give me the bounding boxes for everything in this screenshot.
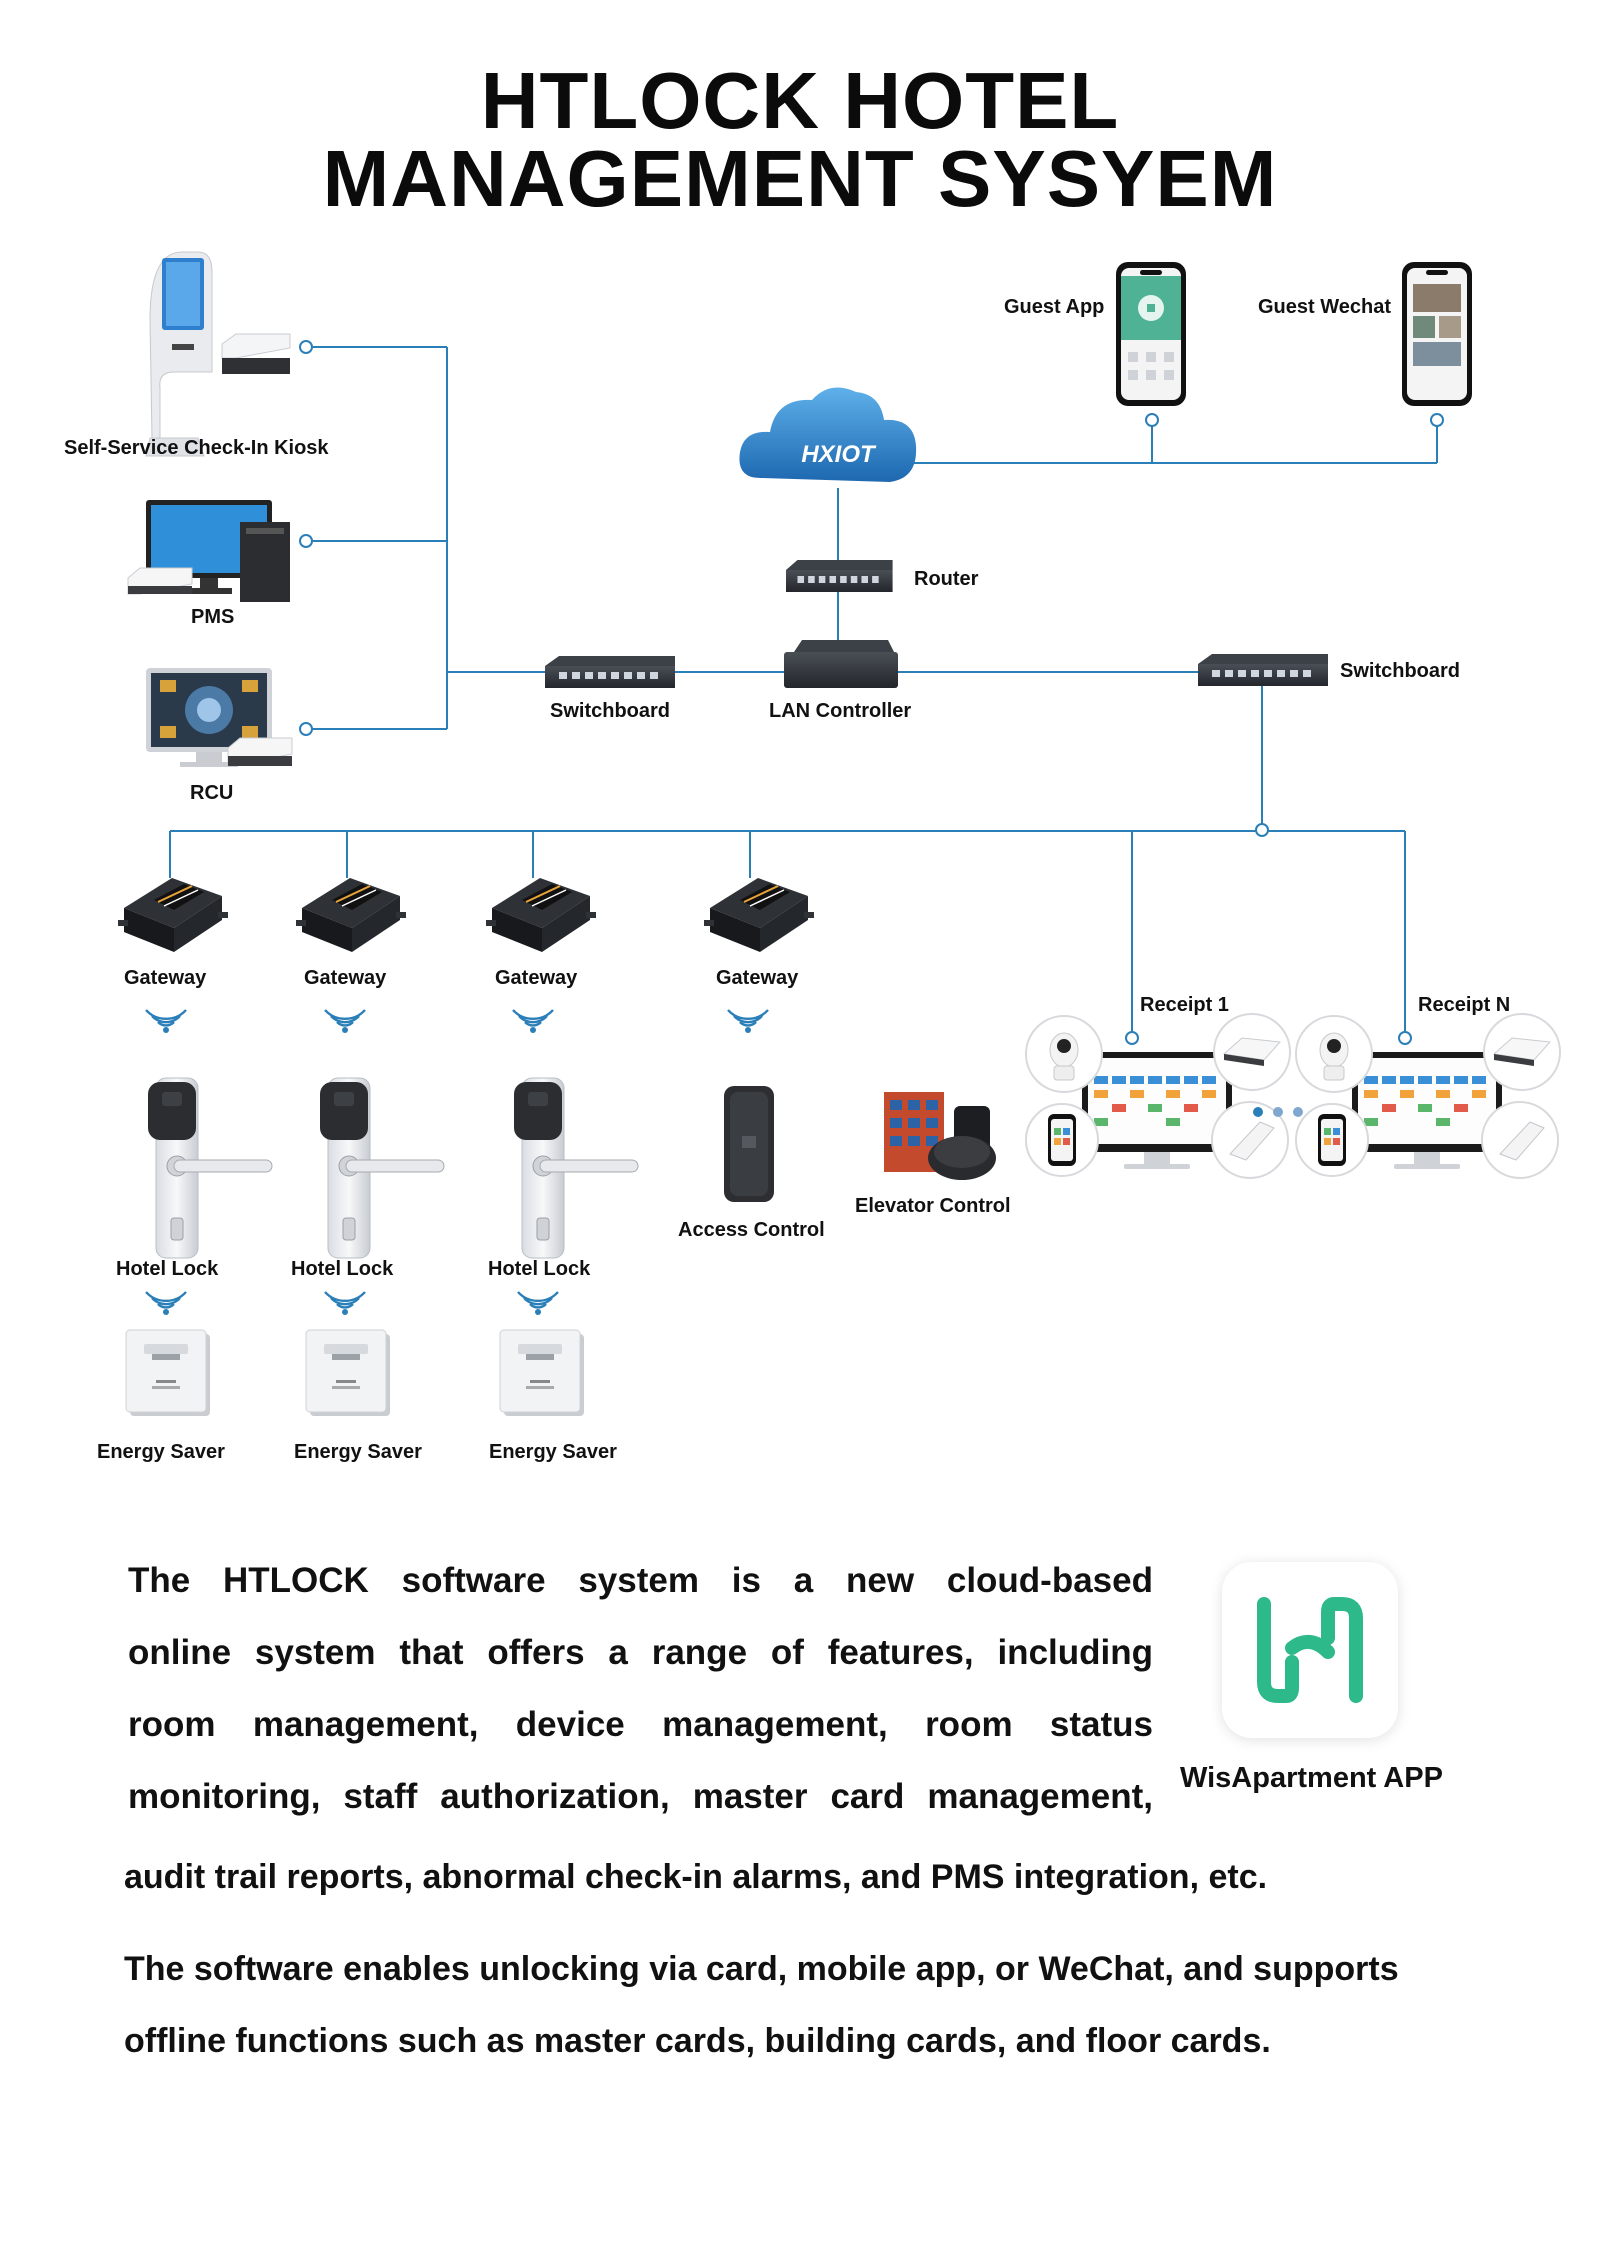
hotel-lock-3-illustration — [513, 1077, 639, 1259]
gateway-1-illustration — [117, 877, 229, 953]
label-gateway-3: Gateway — [495, 967, 578, 989]
gateway-3-illustration — [485, 877, 597, 953]
energy-saver-3-illustration — [499, 1329, 585, 1417]
wifi-icon — [516, 1290, 560, 1317]
gateway-4-illustration — [703, 877, 815, 953]
label-energy-saver-3: Energy Saver — [489, 1441, 617, 1463]
hotel-lock-2-illustration — [319, 1077, 445, 1259]
cloud-logo-text: HXIOT — [801, 441, 877, 468]
access-control-illustration — [724, 1086, 774, 1202]
description-paragraph-1-tail: audit trail reports, abnormal check-in a… — [124, 1858, 1268, 1896]
router-illustration — [786, 560, 893, 592]
app-name-label: WisApartment APP — [1180, 1762, 1443, 1794]
elevator-control-illustration — [884, 1092, 996, 1180]
wisapartment-app-icon[interactable] — [1222, 1562, 1398, 1738]
lan-controller-illustration — [784, 640, 898, 688]
switchboard-right-illustration — [1198, 654, 1328, 686]
label-hotel-lock-2: Hotel Lock — [291, 1258, 394, 1280]
system-diagram: HXIOT — [117, 251, 1561, 1417]
label-lan-controller: LAN Controller — [769, 700, 912, 722]
guest-app-phone — [1116, 262, 1186, 406]
label-gateway-1: Gateway — [124, 967, 207, 989]
label-energy-saver-2: Energy Saver — [294, 1441, 422, 1463]
label-switchboard-left: Switchboard — [550, 700, 671, 722]
label-rcu: RCU — [190, 782, 234, 804]
receipt-n-cluster — [1295, 1013, 1561, 1179]
energy-saver-2-illustration — [305, 1329, 391, 1417]
description-line: online system that offers a range of fea… — [128, 1633, 1153, 1672]
page-title-line-1: HTLOCK HOTEL — [480, 56, 1120, 145]
label-gateway-2: Gateway — [304, 967, 387, 989]
description-line: room management, device management, room… — [128, 1705, 1153, 1744]
label-gateway-4: Gateway — [716, 967, 799, 989]
gateway-2-illustration — [295, 877, 407, 953]
pms-illustration — [127, 500, 290, 602]
label-guest-wechat: Guest Wechat — [1258, 296, 1391, 318]
guest-wechat-phone — [1402, 262, 1472, 406]
label-energy-saver-1: Energy Saver — [97, 1441, 225, 1463]
label-guest-app: Guest App — [1004, 296, 1105, 318]
hotel-lock-1-illustration — [147, 1077, 273, 1259]
description-paragraph-2-line-1: The software enables unlocking via card,… — [124, 1950, 1399, 1988]
label-hotel-lock-3: Hotel Lock — [488, 1258, 591, 1280]
wifi-icon — [511, 1008, 555, 1035]
wifi-icon — [726, 1008, 770, 1035]
wifi-icon — [144, 1008, 188, 1035]
kiosk-illustration — [145, 251, 291, 457]
label-router: Router — [914, 568, 979, 590]
description-paragraph-1: The HTLOCK software system is a new clou… — [128, 1545, 1153, 1833]
label-access-control: Access Control — [678, 1219, 825, 1241]
ellipsis-dots — [1253, 1107, 1303, 1117]
label-kiosk: Self-Service Check-In Kiosk — [64, 437, 329, 459]
wifi-icon — [323, 1008, 367, 1035]
page-title-line-2: MANAGEMENT SYSYEM — [322, 134, 1278, 223]
rcu-illustration — [146, 668, 293, 767]
label-pms: PMS — [191, 606, 235, 628]
label-hotel-lock-1: Hotel Lock — [116, 1258, 219, 1280]
label-receipt-1: Receipt 1 — [1140, 994, 1229, 1016]
wifi-icon — [144, 1290, 188, 1317]
cloud-illustration — [739, 387, 917, 482]
description-line: monitoring, staff authorization, master … — [128, 1777, 1153, 1816]
description-line: The HTLOCK software system is a new clou… — [128, 1561, 1153, 1600]
label-switchboard-right: Switchboard — [1340, 660, 1461, 682]
wifi-icon — [323, 1290, 367, 1317]
description-paragraph-2-line-2: offline functions such as master cards, … — [124, 2022, 1271, 2060]
label-elevator-control: Elevator Control — [855, 1195, 1011, 1217]
energy-saver-1-illustration — [125, 1329, 211, 1417]
app-logo-icon — [1257, 1597, 1363, 1703]
label-receipt-n: Receipt N — [1418, 994, 1511, 1016]
switchboard-left-illustration — [545, 656, 675, 688]
receipt-1-cluster — [1025, 1013, 1291, 1179]
